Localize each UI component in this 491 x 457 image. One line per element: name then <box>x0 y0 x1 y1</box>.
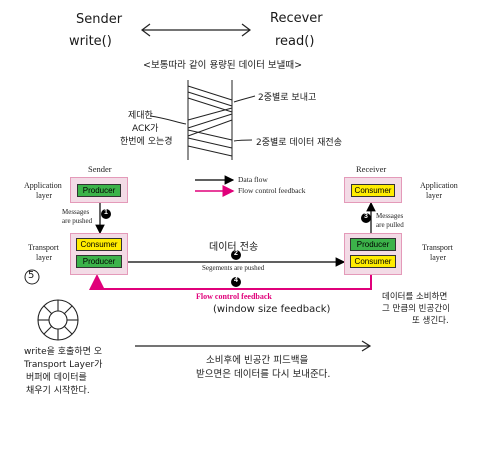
receiver-buffer-consumer: Consumer <box>350 255 396 268</box>
feedback-note-2: 받으면은 데이터를 다시 보내준다. <box>196 369 331 380</box>
right-note-1: 2중별로 보내고 <box>258 93 317 103</box>
buffer-wheel-icon <box>37 299 79 341</box>
step3-number: 3 <box>364 213 368 220</box>
msg-pushed-2: are pushed <box>62 217 93 225</box>
circled-five-number: 5 <box>28 270 35 281</box>
sender-note: Sender <box>76 12 123 27</box>
legend-data-label: Data flow <box>238 175 268 184</box>
write-note-2: Transport Layer가 <box>24 360 103 370</box>
right-note-2: 2중별로 데이터 재전송 <box>256 138 342 148</box>
sender-receiver-arrow <box>141 23 251 37</box>
segments-pushed-label: Segements are pushed <box>202 264 265 272</box>
title-note: <보통따라 같이 용량된 데이터 보낼때> <box>143 60 303 71</box>
app-layer-left-2: layer <box>36 191 52 200</box>
receiver-note: Recever <box>270 11 323 26</box>
window-size-note: (window size feedback) <box>213 304 331 315</box>
receiver-app-box: Consumer <box>344 177 402 203</box>
receiver-transport-box: Producer Consumer <box>344 233 402 275</box>
transport-right-1: Transport <box>422 243 453 252</box>
circled-five-mark <box>24 269 40 285</box>
timing-zigzag <box>149 80 256 160</box>
legend-feedback-label: Flow control feedback <box>238 186 306 195</box>
sender-buffer-producer: Producer <box>76 255 122 268</box>
sender-buffer-consumer: Consumer <box>76 238 122 251</box>
data-transfer-note: 데이터 전송 <box>209 242 259 253</box>
write-note-3: 버퍼에 데이터를 <box>26 373 87 383</box>
sender-app-box: Producer <box>70 177 128 203</box>
feedback-note-1: 소비후에 빈공간 피드백을 <box>206 355 309 366</box>
step2-number: 2 <box>234 250 238 257</box>
app-layer-left-1: Application <box>24 181 62 190</box>
write-note: write() <box>69 34 112 49</box>
read-note: read() <box>275 34 315 49</box>
receiver-buffer-producer: Producer <box>350 238 396 251</box>
ack-note-3: 한번에 오는경 <box>120 137 173 147</box>
step1-number: 1 <box>104 209 108 216</box>
transport-right-2: layer <box>430 253 446 262</box>
transport-left-1: Transport <box>28 243 59 252</box>
consumer-note-1: 데이터를 소비하면 <box>382 292 448 302</box>
msg-pushed-1: Messages <box>62 208 90 216</box>
ack-note-1: 제대한 <box>128 111 153 121</box>
sender-producer: Producer <box>77 184 121 197</box>
app-layer-right-2: layer <box>426 191 442 200</box>
write-note-1: write을 호출하면 오 <box>24 347 103 357</box>
flow-control-feedback-label: Flow control feedback <box>196 292 272 301</box>
ack-note-2: ACK가 <box>132 124 159 134</box>
transport-left-2: layer <box>36 253 52 262</box>
consumer-note-2: 그 만큼의 빈공간이 <box>382 304 450 314</box>
consumer-note-3: 또 생긴다. <box>412 316 449 326</box>
feedback-resend-arrow <box>135 340 372 352</box>
msg-pulled-1: Messages <box>376 212 404 220</box>
receiver-consumer: Consumer <box>351 184 395 197</box>
feedback-path <box>89 270 372 290</box>
receiver-label: Receiver <box>356 164 387 174</box>
step-circles <box>101 209 371 287</box>
sender-transport-box: Consumer Producer <box>70 233 128 275</box>
step4-number: 4 <box>234 277 238 284</box>
write-note-4: 채우기 시작한다. <box>26 386 90 396</box>
msg-pulled-2: are pulled <box>376 221 404 229</box>
app-layer-right-1: Application <box>420 181 458 190</box>
sender-label: Sender <box>88 164 112 174</box>
